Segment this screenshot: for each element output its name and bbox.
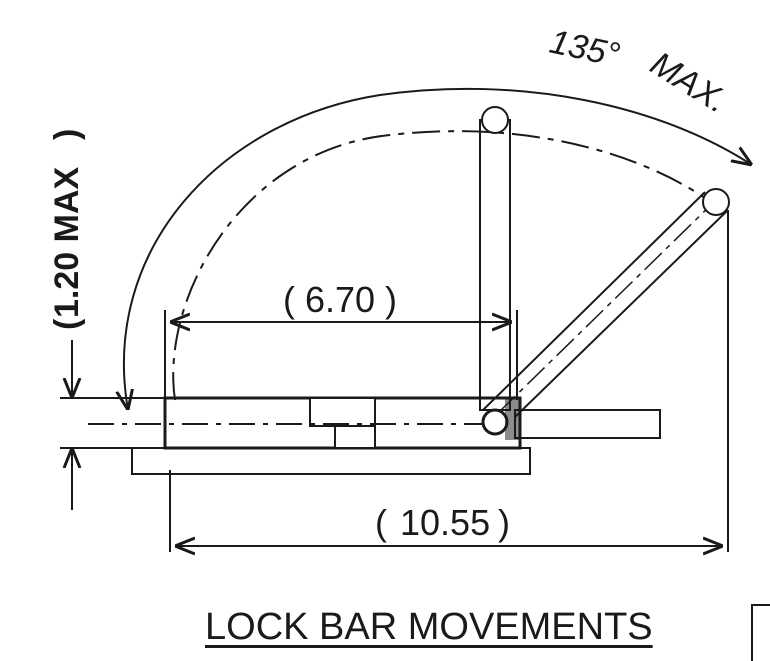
dimension-6-70: ( 6.70 ) <box>164 279 518 400</box>
figure-caption: LOCK BAR MOVEMENTS <box>205 606 653 648</box>
tilted-lock-bar <box>482 188 730 418</box>
dimension-1-20: ( 1.20 MAX ) <box>48 129 180 510</box>
angle-annotation: 135° MAX. <box>546 23 734 121</box>
vertical-lock-bar <box>479 106 511 411</box>
outer-swing-arc <box>124 87 752 410</box>
angle-max-label: MAX. <box>644 45 735 121</box>
angle-value: 135° <box>546 23 623 75</box>
svg-text:(: ( <box>375 502 387 543</box>
adjacent-frame-edge <box>751 604 770 661</box>
svg-text:(: ( <box>48 318 86 330</box>
dim-6-70-label: 6.70 <box>305 279 375 320</box>
svg-text:): ) <box>48 129 86 140</box>
connector-base <box>88 396 661 475</box>
svg-text:): ) <box>498 502 510 543</box>
inner-swing-arc <box>172 130 716 401</box>
dim-10-55-label: 10.55 <box>400 502 490 543</box>
dimension-10-55: ( 10.55 ) <box>169 210 729 552</box>
dim-1-20-label: 1.20 MAX <box>48 167 86 318</box>
svg-text:): ) <box>385 279 397 320</box>
svg-text:(: ( <box>283 279 295 320</box>
